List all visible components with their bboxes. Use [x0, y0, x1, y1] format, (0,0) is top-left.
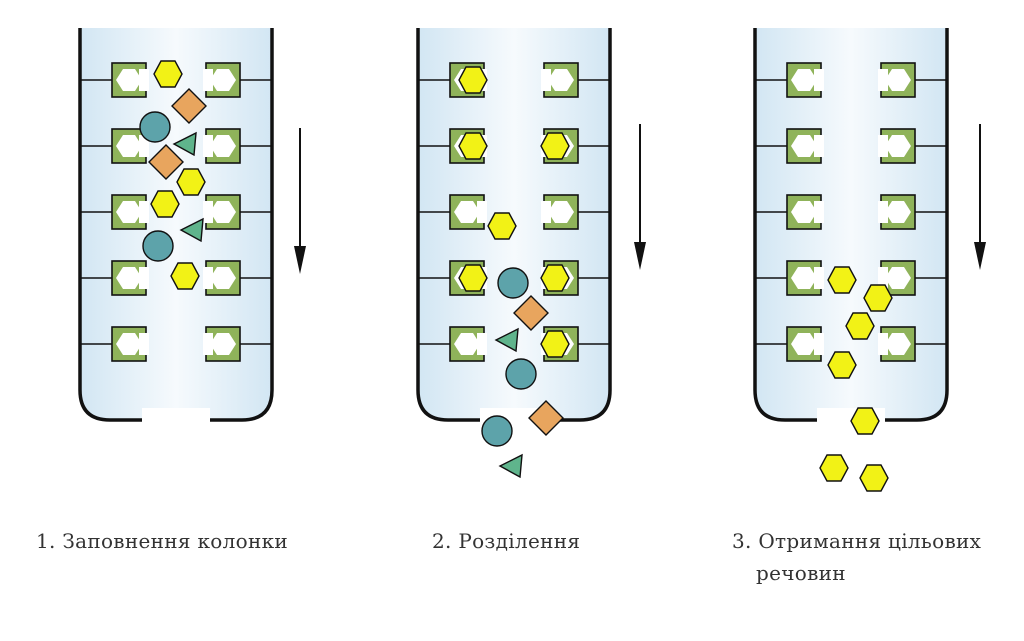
- circle-molecule-icon: [497, 267, 529, 299]
- step-3-caption: 3. Отримання цільових речовин: [732, 525, 1012, 589]
- step-2-caption: 2. Розділення: [432, 529, 581, 553]
- circle-molecule-icon: [505, 358, 537, 390]
- column-3: [753, 26, 987, 492]
- hexagon-molecule-icon: [827, 266, 857, 294]
- hexagon-molecule-icon: [458, 132, 488, 160]
- hexagon-molecule-icon: [827, 351, 857, 379]
- column-2: [416, 26, 647, 478]
- step-3-caption-line2: речовин: [756, 561, 846, 585]
- hexagon-molecule-icon: [458, 264, 488, 292]
- hexagon-molecule-icon: [153, 60, 183, 88]
- flow-arrow-icon: [633, 123, 647, 271]
- column-icon: [78, 26, 274, 422]
- hexagon-molecule-icon: [176, 168, 206, 196]
- triangle-molecule-icon: [499, 454, 523, 478]
- hexagon-molecule-icon: [150, 190, 180, 218]
- flow-arrow-icon: [973, 123, 987, 271]
- hexagon-molecule-icon: [859, 464, 889, 492]
- hexagon-molecule-icon: [540, 330, 570, 358]
- step-3-caption-line1: 3. Отримання цільових: [732, 529, 982, 553]
- hexagon-molecule-icon: [819, 454, 849, 482]
- hexagon-molecule-icon: [487, 212, 517, 240]
- column-1: [78, 26, 307, 422]
- flow-arrow-icon: [293, 127, 307, 275]
- hexagon-molecule-icon: [458, 66, 488, 94]
- hexagon-molecule-icon: [850, 407, 880, 435]
- circle-molecule-icon: [142, 230, 174, 262]
- hexagon-molecule-icon: [540, 132, 570, 160]
- hexagon-molecule-icon: [845, 312, 875, 340]
- step-1-caption: 1. Заповнення колонки: [36, 529, 289, 553]
- circle-molecule-icon: [481, 415, 513, 447]
- hexagon-molecule-icon: [863, 284, 893, 312]
- hexagon-molecule-icon: [170, 262, 200, 290]
- circle-molecule-icon: [139, 111, 171, 143]
- hexagon-molecule-icon: [540, 264, 570, 292]
